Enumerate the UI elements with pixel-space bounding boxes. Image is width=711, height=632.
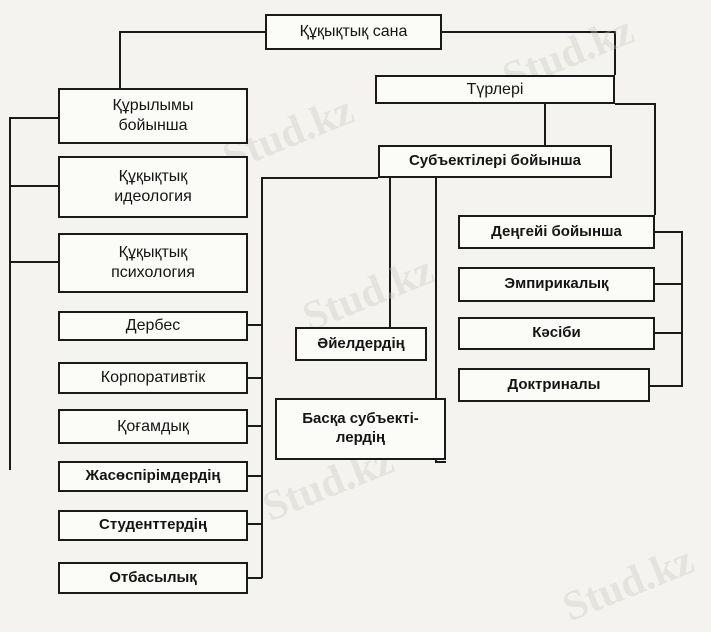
node-doctrinal: Доктриналы <box>458 368 650 402</box>
node-psychology: Құқықтық психология <box>58 233 248 293</box>
node-corporate: Корпоративтік <box>58 362 248 394</box>
node-public: Қоғамдық <box>58 409 248 444</box>
node-empirical: Эмпирикалық <box>458 267 655 302</box>
node-ideology: Құқықтық идеология <box>58 156 248 218</box>
node-root: Құқықтық сана <box>265 14 442 50</box>
node-personal: Дербес <box>58 311 248 341</box>
node-other-subjects: Басқа субъекті- лердің <box>275 398 446 460</box>
node-types: Түрлері <box>375 75 615 104</box>
node-family: Отбасылық <box>58 562 248 594</box>
node-by-structure: Құрылымы бойынша <box>58 88 248 144</box>
node-women: Әйелдердің <box>295 327 427 361</box>
node-by-level: Деңгейі бойынша <box>458 215 655 249</box>
node-by-subjects: Субъектілері бойынша <box>378 145 612 178</box>
node-professional: Кәсіби <box>458 317 655 350</box>
node-students: Студенттердің <box>58 510 248 541</box>
connector-lines <box>9 31 683 579</box>
node-youth: Жасөспірімдердің <box>58 461 248 492</box>
